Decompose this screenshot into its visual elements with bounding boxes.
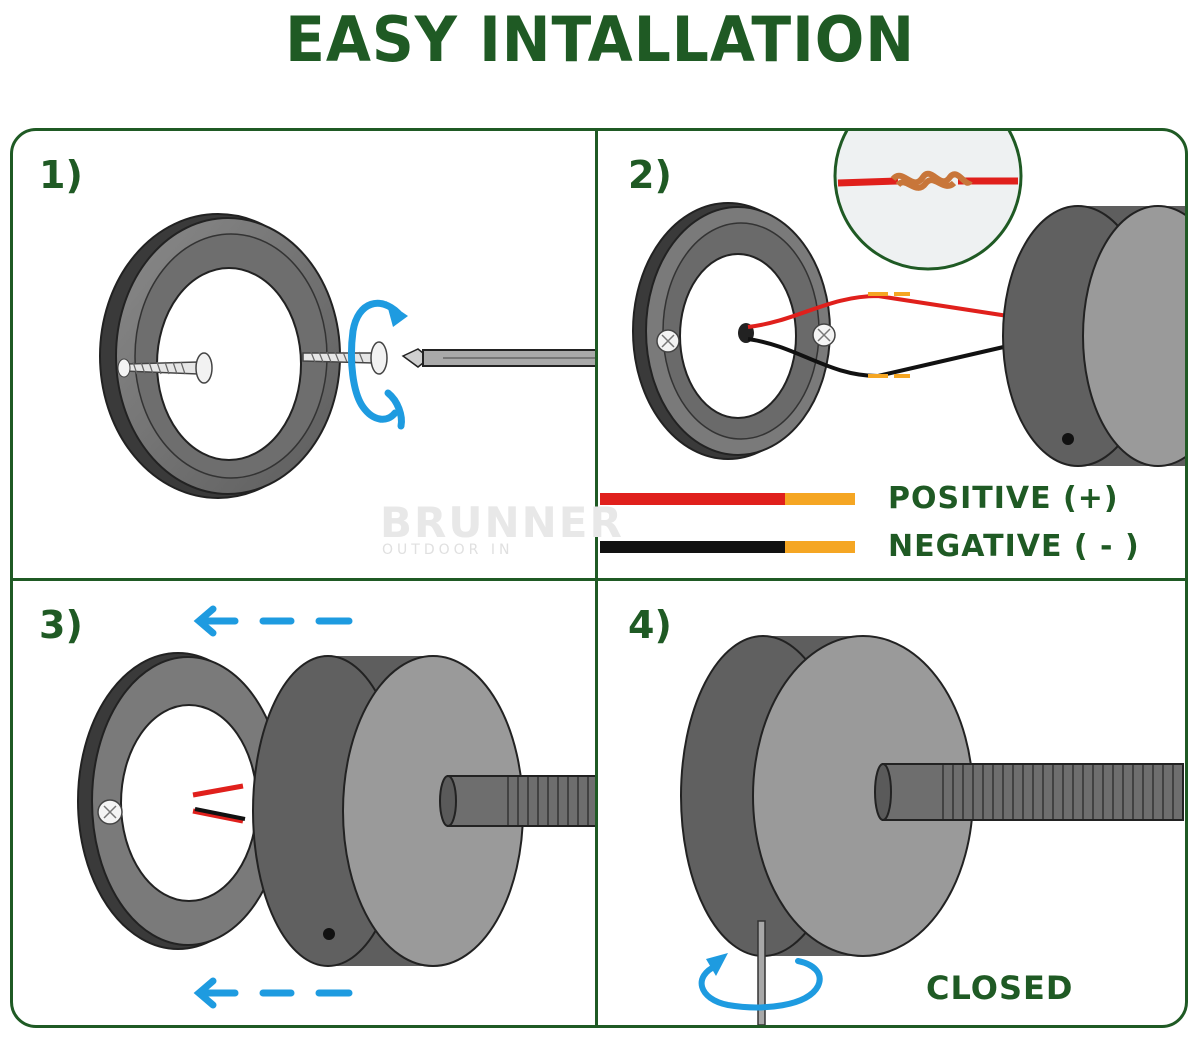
step-1-label: 1)	[39, 153, 83, 197]
base-ring	[99, 213, 341, 499]
panel-step-3: 3)	[13, 581, 595, 1025]
step-3-label: 3)	[39, 603, 83, 647]
gooseneck-arm	[439, 775, 595, 827]
legend-positive-label: POSITIVE (+)	[888, 481, 1119, 516]
screw-left	[117, 352, 213, 384]
step-2-label: 2)	[628, 153, 672, 197]
slide-left-arrow-icon	[193, 977, 353, 1009]
hex-key	[757, 920, 766, 1025]
panel-step-4: 4) CLOSED	[598, 581, 1185, 1025]
wire-twist-inset	[833, 131, 1023, 271]
base-ring	[77, 652, 285, 950]
step-3-illustration	[77, 605, 595, 1009]
lamp-body	[680, 635, 974, 957]
screwdriver	[401, 348, 595, 368]
slide-left-arrow-icon	[193, 605, 353, 637]
step-4-label: 4)	[628, 603, 672, 647]
red-wire	[747, 293, 1009, 329]
brand-watermark: BRUNNER	[380, 498, 624, 547]
step-2-illustration	[600, 131, 1185, 553]
lamp-body	[1002, 205, 1185, 467]
lamp-body	[252, 655, 524, 967]
legend-positive-wire	[600, 493, 855, 505]
step-1-illustration	[99, 213, 595, 499]
rotate-arrow-icon	[347, 299, 405, 430]
step-4-illustration	[680, 635, 1184, 1025]
brand-watermark-tagline: OUTDOOR IN	[382, 542, 514, 558]
legend-negative-wire	[600, 541, 855, 553]
rotate-arrowhead-icon	[706, 953, 728, 976]
legend-negative-label: NEGATIVE ( - )	[888, 529, 1140, 564]
rotate-arrow-icon	[698, 958, 823, 1011]
horizontal-divider	[10, 578, 1188, 581]
rotate-arrowhead-icon	[386, 301, 408, 327]
page-title: EASY INTALLATION	[285, 3, 915, 76]
panel-step-1: 1)	[13, 131, 595, 578]
gooseneck-arm	[874, 763, 1184, 821]
closed-label: CLOSED	[926, 969, 1074, 1007]
panel-step-2: 2) POSITIVE (+) NEGATIVE ( - )	[598, 131, 1185, 578]
